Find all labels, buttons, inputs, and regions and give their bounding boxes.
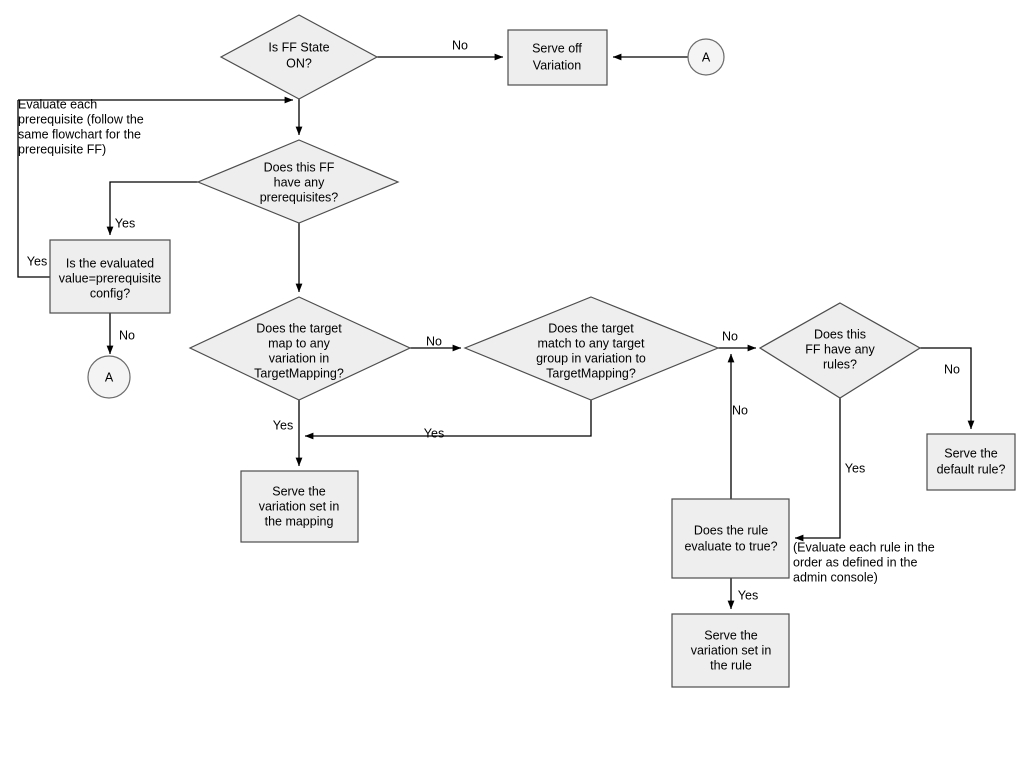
decision-diamond — [758, 302, 922, 399]
node-serve-mapping-variation[interactable]: Serve the variation set in the mapping — [240, 470, 359, 543]
node-label-line: default rule? — [937, 462, 1006, 476]
connector-circle — [87, 355, 131, 399]
node-label-line: value=prerequisite — [59, 271, 162, 285]
edge-label-evaluated-no: No — [119, 328, 135, 342]
node-label-line: evaluate to true? — [684, 539, 777, 553]
edge-label-targetgroup-yes: Yes — [424, 426, 444, 440]
node-label-line: have any — [274, 175, 325, 189]
decision-diamond — [196, 139, 400, 224]
node-rule-evaluates-true[interactable]: Does the rule evaluate to true? — [671, 498, 790, 579]
node-label-line: Is FF State — [268, 40, 329, 54]
node-connector-a-top[interactable]: A — [687, 38, 725, 76]
node-label-line: Is the evaluated — [66, 256, 154, 270]
decision-diamond — [219, 14, 379, 100]
note-line: prerequisite FF) — [18, 142, 106, 156]
process-box — [671, 498, 790, 579]
node-label-line: TargetMapping? — [254, 366, 344, 380]
node-label-line: ON? — [286, 56, 312, 70]
node-label-line: Serve the — [704, 628, 758, 642]
node-label-line: Serve the — [272, 484, 326, 498]
connector-circle — [687, 38, 725, 76]
node-label-line: Serve off — [532, 41, 582, 55]
connector-label: A — [702, 50, 711, 64]
node-label-line: Does the target — [548, 321, 634, 335]
connector-layer — [17, 53, 975, 610]
node-label-line: group in variation to — [536, 351, 646, 365]
node-serve-default-rule[interactable]: Serve the default rule? — [926, 433, 1016, 491]
node-connector-a-bottom[interactable]: A — [87, 355, 131, 399]
note-line: (Evaluate each rule in the — [793, 540, 935, 554]
edge-label-targetgroup-no: No — [722, 329, 738, 343]
node-label-line: Does this FF — [264, 160, 335, 174]
note-line: admin console) — [793, 570, 878, 584]
node-has-prerequisites[interactable]: Does this FF have any prerequisites? — [196, 139, 400, 224]
node-label-line: config? — [90, 286, 130, 300]
edge-hasrules-yes — [794, 398, 841, 542]
node-serve-off-variation[interactable]: Serve off Variation — [507, 29, 608, 86]
decision-diamond — [188, 296, 412, 401]
node-label-line: prerequisites? — [260, 190, 339, 204]
node-label-line: FF have any — [805, 342, 875, 356]
edge-targetgroup-yes — [304, 400, 592, 440]
node-serve-rule-variation[interactable]: Serve the variation set in the rule — [671, 613, 790, 688]
edge-label-targetmap-yes: Yes — [273, 418, 293, 432]
process-box — [507, 29, 608, 86]
edge-label-evaluated-yes: Yes — [27, 254, 47, 268]
node-label-line: variation in — [269, 351, 329, 365]
node-label-line: Does this — [814, 327, 866, 341]
note-line: same flowchart for the — [18, 127, 141, 141]
edge-label-targetmap-no: No — [426, 334, 442, 348]
node-label-line: map to any — [268, 336, 331, 350]
process-box — [240, 470, 359, 543]
edge-label-rule-no: No — [732, 403, 748, 417]
node-label-line: variation set in — [259, 499, 340, 513]
edge-label-ffstate-no: No — [452, 38, 468, 52]
node-label-line: Variation — [533, 58, 581, 72]
process-box — [926, 433, 1016, 491]
node-label-line: the rule — [710, 658, 752, 672]
decision-diamond — [463, 296, 720, 401]
node-target-match-group[interactable]: Does the target match to any target grou… — [463, 296, 720, 401]
note-line: prerequisite (follow the — [18, 112, 144, 126]
node-label-line: rules? — [823, 357, 857, 371]
note-line: order as defined in the — [793, 555, 917, 569]
connector-label: A — [105, 370, 114, 384]
node-label-line: Does the target — [256, 321, 342, 335]
node-label-line: Does the rule — [694, 523, 768, 537]
node-label-line: variation set in — [691, 643, 772, 657]
process-box — [671, 613, 790, 688]
node-label-line: Serve the — [944, 446, 998, 460]
note-rule-order: (Evaluate each rule in the order as defi… — [793, 540, 935, 584]
edge-label-layer: No Yes Yes No No Yes Yes No No Yes No Ye… — [27, 38, 960, 602]
node-label-line: the mapping — [265, 514, 334, 528]
edge-evaluated-yes-loop — [17, 100, 50, 278]
edge-hasrules-no — [920, 347, 975, 430]
edge-label-hasrules-yes: Yes — [845, 461, 865, 475]
node-has-rules[interactable]: Does this FF have any rules? — [758, 302, 922, 399]
process-box — [49, 239, 171, 314]
note-line: Evaluate each — [18, 97, 97, 111]
node-label-line: match to any target — [537, 336, 645, 350]
node-is-ff-state-on[interactable]: Is FF State ON? — [219, 14, 379, 100]
edge-label-prereq-yes: Yes — [115, 216, 135, 230]
edge-label-rule-yes: Yes — [738, 588, 758, 602]
edge-prerequisites-yes — [106, 181, 198, 236]
note-prerequisite: Evaluate each prerequisite (follow the s… — [18, 97, 144, 156]
node-target-map-variation[interactable]: Does the target map to any variation in … — [188, 296, 412, 401]
node-label-line: TargetMapping? — [546, 366, 636, 380]
node-evaluated-value-check[interactable]: Is the evaluated value=prerequisite conf… — [49, 239, 171, 314]
edge-label-hasrules-no: No — [944, 362, 960, 376]
